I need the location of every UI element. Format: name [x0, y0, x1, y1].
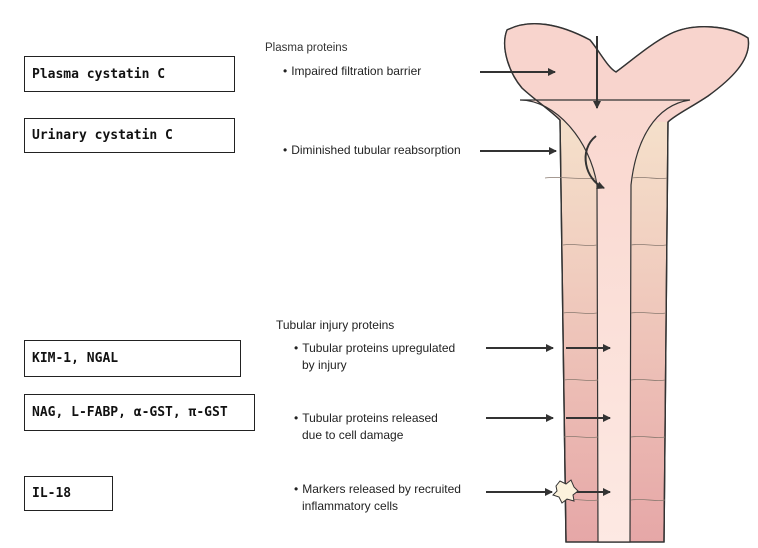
- inflammatory-text-line1: Markers released by recruited: [294, 481, 461, 498]
- reabsorption-curve-arrow: [584, 135, 605, 189]
- plasma-cystatin-box: Plasma cystatin C: [24, 56, 235, 92]
- upregulated-text-line1: Tubular proteins upregulated: [294, 340, 455, 357]
- released-text-line2: due to cell damage: [302, 428, 404, 442]
- urinary-cystatin-box: Urinary cystatin C: [24, 118, 235, 153]
- upregulated-text-line2: by injury: [302, 358, 347, 372]
- plasma-proteins-heading: Plasma proteins: [265, 42, 348, 54]
- right-wall-cell-lines: [630, 177, 668, 501]
- impaired-filtration-text: Impaired filtration barrier: [283, 63, 421, 80]
- il18-box: IL-18: [24, 476, 113, 511]
- tubule-lumen: [519, 99, 691, 543]
- nag-lfabp-gst-box: NAG, L-FABP, α-GST, π-GST: [24, 394, 255, 431]
- kim-ngal-box: KIM-1, NGAL: [24, 340, 241, 377]
- inflammatory-text-line2: inflammatory cells: [302, 499, 399, 513]
- tubule-top-region: [504, 23, 749, 123]
- diminished-reabsorption-text: Diminished tubular reabsorption: [283, 142, 460, 159]
- inflammatory-cell-icon: [552, 479, 579, 504]
- tubular-injury-heading: Tubular injury proteins: [276, 318, 395, 332]
- released-text-line1: Tubular proteins released: [294, 410, 438, 427]
